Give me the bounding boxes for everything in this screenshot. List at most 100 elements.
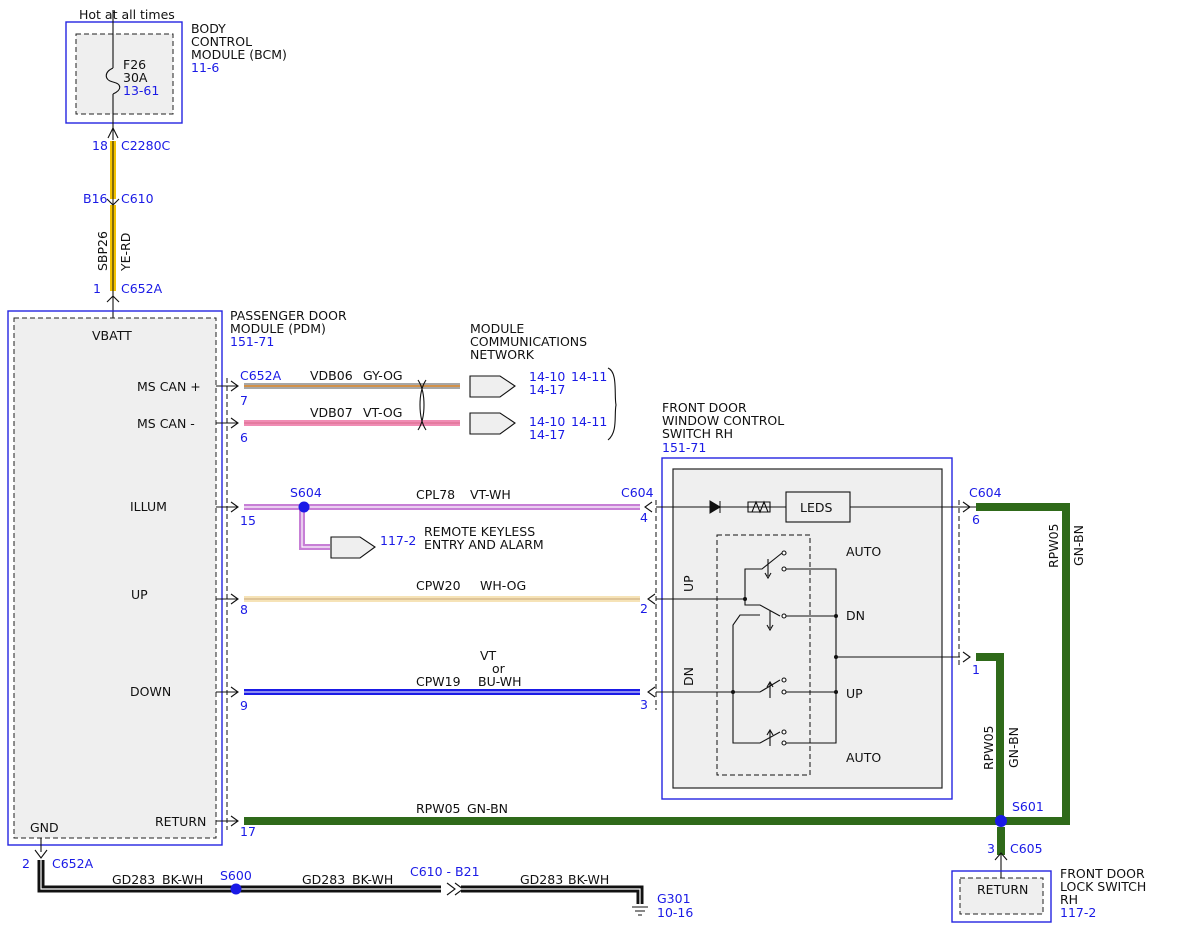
can-plus-pin: 7 [240, 393, 248, 408]
switch-contacts-border [716, 534, 811, 776]
network-title-line-3: NETWORK [470, 347, 535, 362]
leds-box [785, 491, 851, 523]
switch-contacts [732, 550, 960, 746]
bcm-outer-border [65, 21, 183, 124]
can-plus-ref-b[interactable]: 14-11 [571, 369, 607, 384]
can-minus-ref-a[interactable]: 14-10 [529, 414, 565, 429]
ground-ref[interactable]: 10-16 [657, 905, 693, 920]
gnd-splice[interactable]: S600 [220, 868, 252, 883]
return-splice[interactable]: S601 [1012, 799, 1044, 814]
bcm-module: Hot at all times BODY CONTROL MODULE (BC… [65, 7, 287, 140]
bcm-inner-border [75, 33, 174, 115]
lock-ref[interactable]: 117-2 [1060, 905, 1096, 920]
illum-switch-conn[interactable]: C604 [621, 485, 654, 500]
switch-dn-label: DN [681, 667, 696, 686]
switch-out-pin-6: 6 [972, 512, 980, 527]
connector-arrow-c610 [106, 198, 120, 206]
conn-c2280c[interactable]: C2280C [121, 138, 171, 153]
splice-s600 [230, 883, 242, 895]
pin-c2280c: 18 [92, 138, 108, 153]
window-switch: FRONT DOOR WINDOW CONTROL SWITCH RH 151-… [656, 400, 1002, 800]
gnd-pin: 2 [22, 856, 30, 871]
bcm-ref[interactable]: 11-6 [191, 60, 219, 75]
wire-rpw05-to-lock [997, 827, 1005, 855]
conn-c652a-feed[interactable]: C652A [121, 281, 163, 296]
can-plus-arrow [230, 380, 239, 392]
illum-splice[interactable]: S604 [290, 485, 322, 500]
illum-pdm-pin: 15 [240, 513, 256, 528]
rke-connector-icon [330, 536, 376, 559]
fuse-ref[interactable]: 13-61 [123, 83, 159, 98]
pdm-title-line-1: PASSENGER DOOR [230, 308, 347, 323]
conn-c610[interactable]: C610 [121, 191, 154, 206]
pdm-module: PASSENGER DOOR MODULE (PDM) 151-71 VBATT… [7, 308, 347, 846]
rke-label-line-1: REMOTE KEYLESS [424, 524, 535, 539]
return-circuit: 17 RPW05 GN-BN S601 [216, 799, 1044, 839]
position-up: UP [846, 686, 863, 701]
can-plus-connector-icon [469, 375, 516, 398]
network-title-line-2: COMMUNICATIONS [470, 334, 587, 349]
pdm-label-up: UP [131, 587, 148, 602]
wire-gd283-b-tracer [461, 888, 641, 904]
feed-wire-sbp26: 18 C2280C B16 C610 SBP26 YE-RD 1 C652A [83, 127, 171, 318]
rke-ref[interactable]: 117-2 [380, 533, 416, 548]
switch-outer-border [661, 457, 953, 800]
feed-circuit: SBP26 [95, 231, 110, 271]
can-plus-color: GY-OG [363, 368, 403, 383]
position-dn: DN [846, 608, 865, 623]
lock-conn[interactable]: C605 [1010, 841, 1043, 856]
bcm-title-line-3: MODULE (BCM) [191, 47, 287, 62]
down-switch-pin: 3 [640, 697, 648, 712]
rpw05-color-upper: GN-BN [1071, 525, 1086, 566]
down-switch-arrow [647, 686, 656, 698]
position-auto-bottom: AUTO [846, 750, 881, 765]
wire-rpw05-return [244, 817, 1000, 825]
ground-id[interactable]: G301 [657, 891, 691, 906]
ground-circuit: 2 C652A GD283 BK-WH S600 GD283 BK-WH C61… [22, 838, 693, 920]
switch-ref[interactable]: 151-71 [662, 440, 706, 455]
network-conn[interactable]: C652A [240, 368, 282, 383]
network-section: MODULE COMMUNICATIONS NETWORK C652A 7 VD… [216, 321, 617, 445]
gnd-inline-conn[interactable]: C610 - B21 [410, 864, 480, 879]
ground-icon [632, 906, 648, 916]
can-plus-ref-c[interactable]: 14-17 [529, 382, 565, 397]
pdm-label-vbatt: VBATT [92, 328, 132, 343]
gnd-conn[interactable]: C652A [52, 856, 94, 871]
up-circuit: 8 CPW20 WH-OG 2 [216, 578, 656, 617]
junction-right-1 [834, 614, 838, 618]
lock-switch: RETURN 3 C605 FRONT DOOR LOCK SWITCH RH … [951, 841, 1146, 923]
wire-rpw05-pin1 [976, 653, 1004, 821]
pdm-inner-border [13, 317, 217, 839]
pdm-ref[interactable]: 151-71 [230, 334, 274, 349]
fuse-icon [105, 67, 121, 95]
bcm-title-line-2: CONTROL [191, 34, 252, 49]
switch-title-line-3: SWITCH RH [662, 426, 733, 441]
can-minus-pin: 6 [240, 430, 248, 445]
gnd-arrow [34, 849, 48, 859]
bcm-title-line-1: BODY [191, 21, 226, 36]
out-pin-1-arrow [962, 651, 971, 663]
can-plus-ref-a[interactable]: 14-10 [529, 369, 565, 384]
can-minus-arrow [230, 417, 239, 429]
leds-label: LEDS [800, 500, 832, 515]
pin-c652a-feed: 1 [93, 281, 101, 296]
pdm-title-line-2: MODULE (PDM) [230, 321, 326, 336]
feed-color: YE-RD [118, 233, 133, 272]
switch-out-pin-1: 1 [972, 662, 980, 677]
up-switch-pin: 2 [640, 601, 648, 616]
lock-pin: 3 [987, 841, 995, 856]
inline-connector-arrow [446, 882, 464, 896]
splice-s604 [298, 501, 310, 513]
bcm-supply-note: Hot at all times [79, 7, 175, 22]
down-circuit: 9 CPW19 VT or BU-WH 3 [216, 648, 656, 713]
pdm-label-gnd: GND [30, 820, 59, 835]
pdm-label-return: RETURN [155, 814, 206, 829]
twisted-pair-icon [417, 379, 427, 431]
return-color-label: GN-BN [467, 801, 508, 816]
switch-out-conn[interactable]: C604 [969, 485, 1002, 500]
return-arrow [230, 815, 239, 827]
can-minus-ref-b[interactable]: 14-11 [571, 414, 607, 429]
diode-icon [709, 500, 721, 514]
can-minus-ref-c[interactable]: 14-17 [529, 427, 565, 442]
